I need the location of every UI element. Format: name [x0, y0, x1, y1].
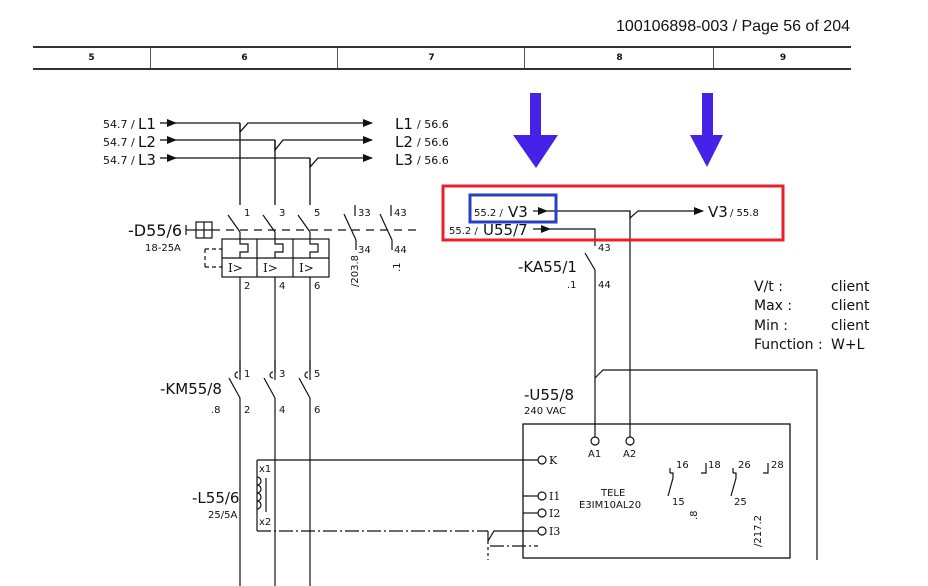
highlight-arrow-right	[690, 93, 723, 167]
setting-max-key: Max :	[754, 298, 792, 314]
setting-function-value: W+L	[831, 337, 865, 353]
setting-max-value: client	[831, 298, 870, 314]
setting-vt-value: client	[831, 279, 870, 295]
breaker-terminal-3: 3	[279, 208, 285, 219]
contact-28: 28	[771, 460, 784, 471]
ka-ref: .1	[567, 280, 577, 291]
km-terminal-4: 4	[279, 405, 285, 416]
column-8: 8	[524, 48, 714, 68]
v3-in-label: V3	[508, 203, 528, 221]
contact-ref-8: .8	[689, 510, 700, 520]
breaker-terminal-5: 5	[314, 208, 320, 219]
ct-tag: -L55/6	[192, 489, 239, 507]
contact-15: 15	[672, 497, 685, 508]
highlight-blue-box	[468, 193, 558, 224]
column-9: 9	[713, 48, 852, 68]
phase-l2-in-ref: 54.7 /	[103, 136, 135, 149]
aux-44: 44	[394, 245, 407, 256]
phase-l3-out-label: L3	[395, 151, 413, 169]
phase-l2-in-label: L2	[138, 133, 156, 151]
column-6: 6	[150, 48, 338, 68]
aux-34: 34	[358, 245, 371, 256]
ct-ratio: 25/5A	[208, 510, 237, 521]
contact-ref-217: /217.2	[753, 515, 764, 547]
u55-in-ref: 55.2 /	[449, 226, 478, 237]
v3-out-label: V3	[708, 203, 728, 221]
ka-tag: -KA55/1	[518, 258, 577, 276]
contact-18: 18	[708, 460, 721, 471]
voltage-monitor-u55: -U55/8 240 VAC A1 A2 K I1 I2 I3 TELE E3I…	[522, 386, 791, 559]
monitor-voltage: 240 VAC	[524, 406, 566, 417]
ct-x2: x2	[259, 517, 271, 528]
breaker-terminal-1: 1	[244, 208, 250, 219]
ct-x1: x1	[259, 464, 271, 475]
monitor-tag: -U55/8	[524, 386, 574, 404]
trip-label-3: I>	[299, 261, 314, 275]
v3-out-ref: / 55.8	[730, 208, 759, 219]
trip-label-1: I>	[228, 261, 243, 275]
phase-inputs: 54.7 / L1 54.7 / L2 54.7 / L3	[103, 115, 156, 169]
breaker-terminal-6: 6	[314, 281, 320, 292]
phase-l1-in-label: L1	[138, 115, 156, 133]
column-7: 7	[337, 48, 525, 68]
control-references: 55.2 / V3 55.2 / U55/7 V3 / 55.8	[449, 203, 759, 239]
phase-l2-out-ref: / 56.6	[417, 136, 449, 149]
phase-l2-out-label: L2	[395, 133, 413, 151]
trip-label-2: I>	[263, 261, 278, 275]
phase-l3-in-ref: 54.7 /	[103, 154, 135, 167]
phase-l1-in-ref: 54.7 /	[103, 118, 135, 131]
breaker-terminal-2: 2	[244, 281, 250, 292]
terminal-i3: I3	[549, 525, 560, 538]
settings-block: V/t : client Max : client Min : client F…	[754, 279, 870, 353]
phase-busbars	[160, 119, 373, 205]
terminal-a2: A2	[623, 449, 636, 460]
contact-26: 26	[738, 460, 751, 471]
contact-25: 25	[734, 497, 747, 508]
highlight-arrow-left	[513, 93, 558, 168]
breaker-terminal-4: 4	[279, 281, 285, 292]
km-terminal-5: 5	[314, 369, 320, 380]
highlight-red-box	[441, 184, 785, 242]
aux-33: 33	[358, 208, 371, 219]
setting-function-key: Function :	[754, 337, 823, 353]
phase-l3-in-label: L3	[138, 151, 156, 169]
km-terminal-1: 1	[244, 369, 250, 380]
breaker-rating: 18-25A	[145, 243, 181, 254]
km-tag: -KM55/8	[160, 380, 222, 398]
aux-43: 43	[394, 208, 407, 219]
phase-l1-out-label: L1	[395, 115, 413, 133]
aux-ref-1: .1	[392, 262, 403, 272]
document-reference: 100106898-003 / Page 56 of 204	[616, 18, 850, 35]
monitor-brand: TELE	[600, 488, 625, 499]
relay-ka55: -KA55/1 .1 43 44	[518, 243, 611, 291]
breaker-tag: -D55/6	[128, 221, 182, 240]
km-terminal-6: 6	[314, 405, 320, 416]
contact-16: 16	[676, 460, 689, 471]
ka-terminal-43: 43	[598, 243, 611, 254]
ka-terminal-44: 44	[598, 280, 611, 291]
setting-min-key: Min :	[754, 318, 788, 334]
phase-outputs: L1 / 56.6 L2 / 56.6 L3 / 56.6	[395, 115, 449, 169]
v3-in-ref: 55.2 /	[474, 208, 503, 219]
setting-vt-key: V/t :	[754, 279, 783, 295]
column-ruler: 5 6 7 8 9	[33, 46, 851, 70]
phase-l3-out-ref: / 56.6	[417, 154, 449, 167]
u55-in-label: U55/7	[483, 221, 528, 239]
terminal-i2: I2	[549, 507, 560, 520]
terminal-a1: A1	[588, 449, 601, 460]
current-transformer: -L55/6 25/5A x1 x2	[192, 459, 538, 560]
motor-protection-breaker: -D55/6 18-25A	[128, 205, 420, 586]
terminal-k: K	[549, 454, 558, 467]
km-terminal-2: 2	[244, 405, 250, 416]
aux-ref-203: /203.8	[350, 255, 361, 287]
km-ref: .8	[211, 405, 221, 416]
km-terminal-3: 3	[279, 369, 285, 380]
phase-l1-out-ref: / 56.6	[417, 118, 449, 131]
column-5: 5	[88, 53, 95, 63]
monitor-model: E3IM10AL20	[579, 500, 641, 511]
terminal-i1: I1	[549, 490, 560, 503]
setting-min-value: client	[831, 318, 870, 334]
contactor-km55: -KM55/8 .8 1 3 5 2 4 6	[160, 360, 320, 416]
